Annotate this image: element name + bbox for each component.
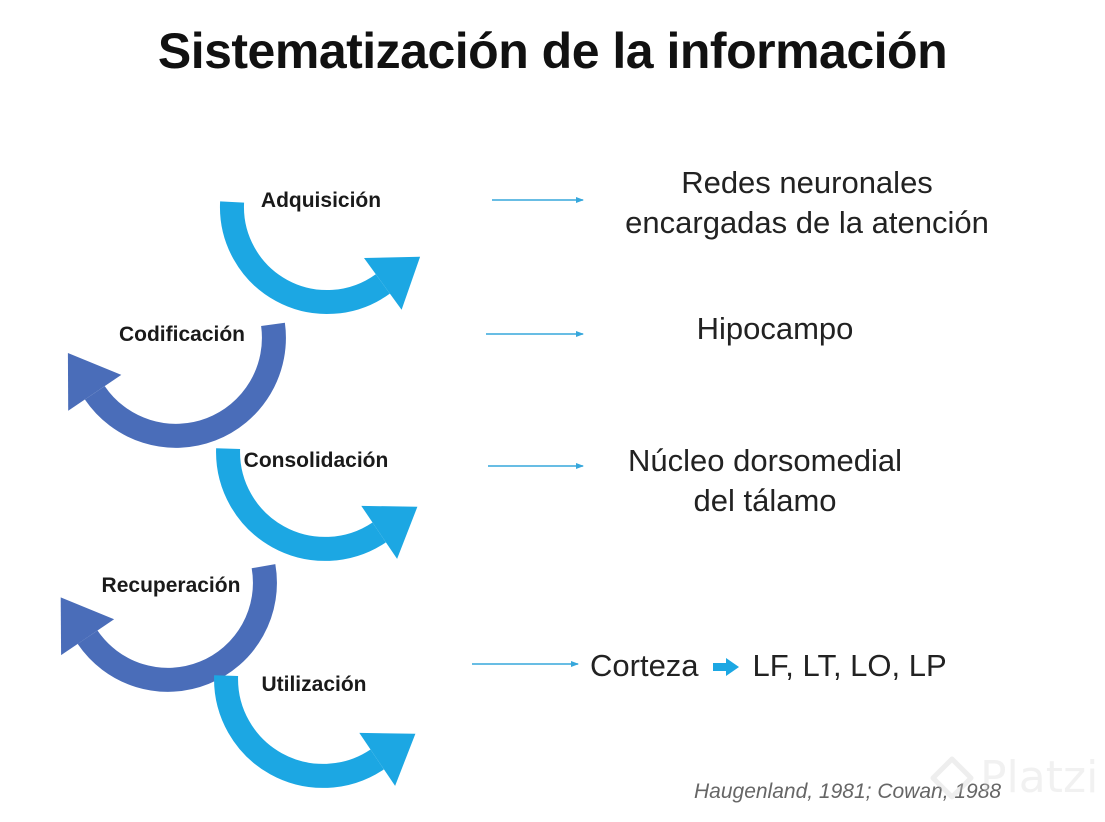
stage-label-utilizacion: Utilización	[261, 673, 366, 696]
stage-label-adquisicion: Adquisición	[261, 189, 381, 212]
stage-label-consolidacion: Consolidación	[244, 449, 389, 472]
watermark: Platzi	[930, 752, 1098, 803]
arrow-ring-adquisicion	[220, 201, 421, 314]
description-line: Redes neuronales	[681, 165, 933, 200]
arrow-ring-utilizacion	[214, 675, 416, 788]
arrow-ring-recuperacion	[60, 564, 277, 692]
description-line: Núcleo dorsomedial	[628, 443, 902, 478]
description-consolidacion: Núcleo dorsomedial del tálamo	[590, 441, 940, 521]
lobes-label: LF, LT, LO, LP	[752, 648, 947, 683]
arrow-ring-consolidacion	[216, 448, 418, 561]
description-adquisicion: Redes neuronales encargadas de la atenci…	[592, 163, 1022, 243]
citation: Haugenland, 1981; Cowan, 1988	[694, 780, 1002, 803]
platzi-logo-icon	[930, 756, 974, 799]
description-utilizacion: Corteza LF, LT, LO, LP	[590, 646, 947, 686]
description-line: del tálamo	[693, 483, 837, 518]
stage-label-codificacion: Codificación	[119, 323, 245, 346]
stage-label-recuperacion: Recuperación	[102, 574, 241, 597]
description-line: encargadas de la atención	[625, 205, 989, 240]
description-codificacion: Hipocampo	[650, 309, 900, 349]
watermark-text: Platzi	[980, 752, 1099, 803]
description-line: Hipocampo	[696, 311, 854, 346]
right-arrow-icon	[712, 646, 739, 686]
arrow-ring-codificacion	[67, 322, 286, 448]
page-title: Sistematización de la información	[157, 23, 948, 79]
corteza-label: Corteza	[590, 648, 699, 683]
